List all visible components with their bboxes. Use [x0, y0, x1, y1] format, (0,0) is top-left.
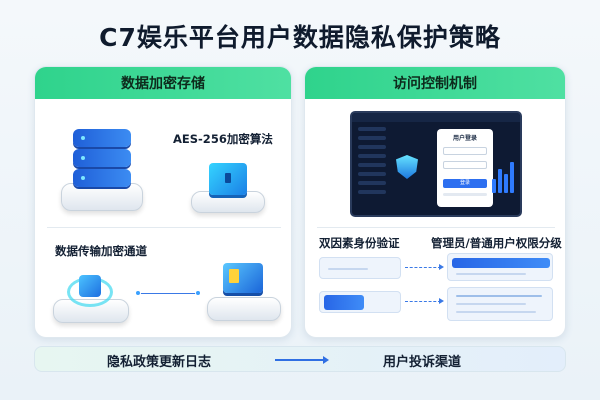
transfer-connector	[139, 293, 199, 294]
admin-permission-box	[447, 253, 553, 281]
arrow-right-icon	[323, 356, 329, 364]
access-control-panel: 访问控制机制 用户登录 登录 双因素身份验证 管理员/普通用户权限分级	[304, 66, 566, 338]
dashboard-screen: 用户登录 登录	[350, 111, 522, 217]
verification-step-2	[319, 291, 401, 313]
transfer-label: 数据传输加密通道	[55, 244, 147, 258]
mini-bar-chart	[492, 159, 514, 193]
panel-header: 数据加密存储	[35, 67, 291, 99]
server-device-icon	[205, 255, 285, 329]
encryption-label: AES-256加密算法	[173, 132, 273, 146]
privacy-update-log-link[interactable]: 隐私政策更新日志	[107, 355, 212, 370]
page-title: C7娱乐平台用户数据隐私保护策略	[99, 23, 501, 52]
verification-step-1	[319, 257, 401, 279]
flow-arrow-1	[405, 267, 441, 268]
username-field[interactable]	[443, 147, 487, 155]
login-button[interactable]: 登录	[443, 179, 487, 188]
client-device-icon	[53, 265, 131, 329]
footer-connector	[275, 359, 325, 361]
footer-bar: 隐私政策更新日志 用户投诉渠道	[34, 346, 566, 372]
encrypted-cube-icon	[191, 155, 265, 219]
encryption-storage-panel: 数据加密存储 AES-256加密算法 数据传输加密通道	[34, 66, 292, 338]
complaint-channel-link[interactable]: 用户投诉渠道	[383, 355, 462, 370]
server-icon	[59, 115, 149, 215]
two-factor-label: 双因素身份验证	[319, 236, 400, 250]
password-field[interactable]	[443, 161, 487, 169]
flow-arrow-2	[405, 301, 441, 302]
permission-label: 管理员/普通用户权限分级	[431, 236, 562, 250]
login-dialog: 用户登录 登录	[437, 129, 493, 207]
panel-header: 访问控制机制	[305, 67, 565, 99]
shield-icon	[396, 155, 418, 179]
login-title: 用户登录	[452, 135, 477, 142]
user-permission-box	[447, 287, 553, 321]
